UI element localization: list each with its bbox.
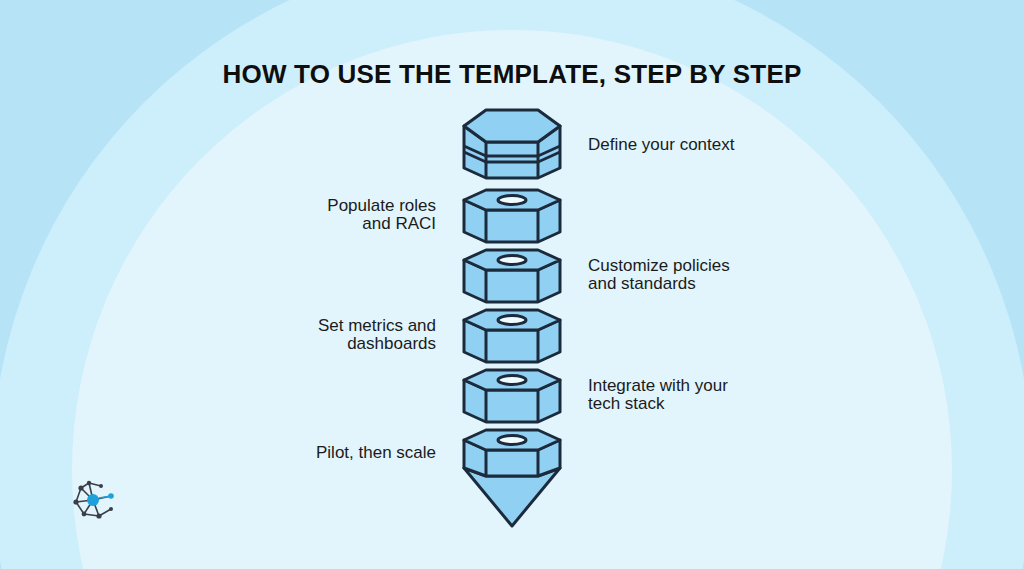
hex-nut: Populate roles and RACI bbox=[462, 188, 562, 244]
node-outline bbox=[462, 106, 562, 182]
step-text: Pilot, then scale bbox=[300, 444, 436, 462]
step-text: Integrate with your tech stack bbox=[588, 377, 756, 413]
nut-edge bbox=[537, 450, 540, 476]
node-outline bbox=[462, 188, 562, 244]
nut-edge bbox=[485, 390, 488, 422]
nut-edge bbox=[485, 270, 488, 302]
node-outline bbox=[462, 428, 562, 528]
step-label: Customize policies and standards bbox=[588, 257, 756, 293]
step-text: Set metrics and dashboards bbox=[300, 317, 436, 353]
hex-nut: Integrate with your tech stack bbox=[462, 368, 562, 424]
step-text: Customize policies and standards bbox=[588, 257, 756, 293]
head-band bbox=[464, 152, 560, 162]
step-label: Define your context bbox=[588, 136, 756, 154]
nut-top bbox=[464, 250, 560, 270]
background-circle bbox=[72, 30, 952, 569]
node-outline bbox=[462, 368, 562, 424]
screw-tip: Pilot, then scale bbox=[462, 428, 562, 528]
hex-nut: Set metrics and dashboards bbox=[462, 308, 562, 364]
step-label: Set metrics and dashboards bbox=[300, 317, 436, 353]
nut-edge bbox=[485, 450, 488, 476]
nut-edge bbox=[485, 330, 488, 362]
nut-hole bbox=[498, 376, 526, 385]
hex-nut: Customize policies and standards bbox=[462, 248, 562, 304]
nut-hole bbox=[498, 316, 526, 325]
nut-top bbox=[464, 430, 560, 450]
nut-top bbox=[464, 310, 560, 330]
nut-hole bbox=[498, 436, 526, 445]
nut-edge bbox=[537, 270, 540, 302]
nut-top bbox=[464, 370, 560, 390]
bolt-head: Define your context bbox=[462, 106, 562, 182]
diagram-title: HOW TO USE THE TEMPLATE, STEP BY STEP bbox=[0, 58, 1024, 90]
nut-edge bbox=[537, 210, 540, 242]
nut-top bbox=[464, 190, 560, 210]
nut-edge bbox=[537, 390, 540, 422]
head-band bbox=[464, 146, 560, 156]
node-outline bbox=[462, 308, 562, 364]
step-text: Define your context bbox=[588, 136, 756, 154]
step-label: Pilot, then scale bbox=[300, 444, 436, 462]
logo bbox=[73, 481, 113, 519]
node-outline bbox=[462, 248, 562, 304]
step-text: Populate roles and RACI bbox=[300, 197, 436, 233]
head-top bbox=[464, 110, 560, 142]
step-label: Integrate with your tech stack bbox=[588, 377, 756, 413]
step-label: Populate roles and RACI bbox=[300, 197, 436, 233]
nut-hole bbox=[498, 256, 526, 265]
nut-edge bbox=[537, 330, 540, 362]
nut-hole bbox=[498, 196, 526, 205]
nut-edge bbox=[485, 210, 488, 242]
